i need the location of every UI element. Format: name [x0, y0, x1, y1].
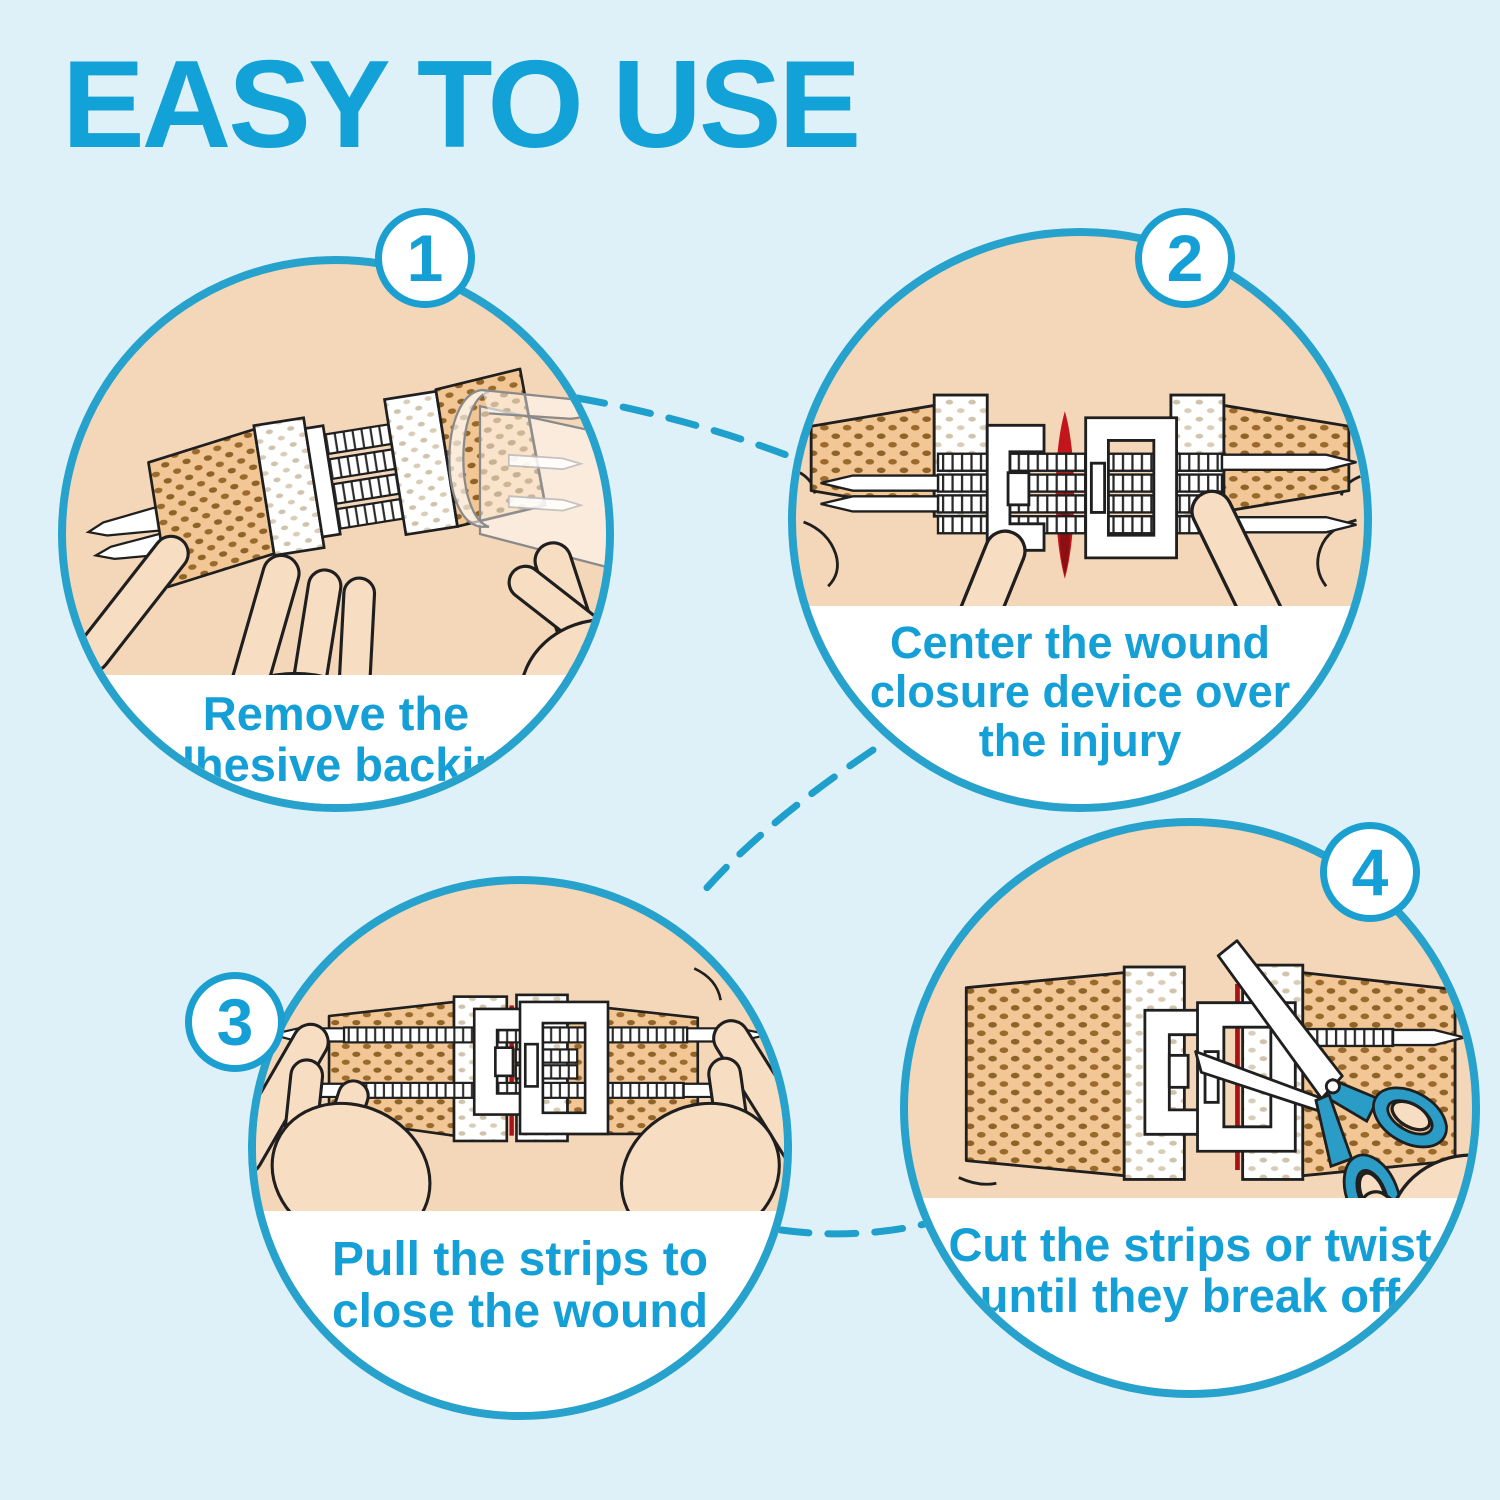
ladder-strip — [1301, 1027, 1465, 1048]
scissors-icon — [1194, 939, 1448, 1236]
step-2-caption: Center the wound closure device over the… — [796, 618, 1364, 765]
pull-strips-illustration — [256, 967, 784, 1247]
step-1-caption-line-1: Remove the — [202, 687, 470, 740]
adhesive-backing-film — [448, 388, 606, 568]
step-2-caption-line-3: the injury — [978, 715, 1182, 767]
step-3-illustration — [256, 967, 784, 1247]
step-1-number-badge: 1 — [375, 208, 475, 308]
step-3-caption-line-2: close the wound — [331, 1285, 709, 1339]
left-hand — [256, 1022, 432, 1247]
step-1-circle: Remove the adhesive backing — [58, 256, 614, 812]
step-2-number-badge: 2 — [1135, 208, 1235, 308]
step-4-caption-line-2: until they break off — [979, 1269, 1401, 1323]
step-1-caption: Remove the adhesive backing — [66, 687, 606, 792]
wound-closure-device — [85, 367, 547, 589]
step-3-caption-line-1: Pull the strips to — [331, 1233, 709, 1286]
step-3-circle: Pull the strips to close the wound — [248, 876, 792, 1420]
connector-line-1-2 — [573, 394, 801, 463]
step-1-caption-line-2: adhesive backing — [140, 738, 532, 792]
left-bandage-pad — [964, 971, 1126, 1178]
step-2-caption-line-2: closure device over — [869, 666, 1291, 718]
right-buckle — [518, 1000, 610, 1136]
right-buckle — [1084, 416, 1178, 560]
step-2-circle: Center the wound closure device over the… — [788, 228, 1372, 812]
step-3-caption-band — [256, 1211, 784, 1412]
step-4-caption-line-1: Cut the strips or twist — [948, 1218, 1432, 1271]
left-buckle — [472, 1007, 532, 1116]
step-3-caption: Pull the strips to close the wound — [256, 1233, 784, 1339]
step-4-caption: Cut the strips or twist until they break… — [908, 1218, 1472, 1323]
step-1-caption-band — [66, 675, 606, 804]
step-3-number-badge: 3 — [185, 972, 285, 1072]
step-2-caption-line-1: Center the wound — [890, 617, 1270, 668]
step-4-number-badge: 4 — [1320, 822, 1420, 922]
connector-line-2-3 — [694, 746, 877, 902]
ladder-strips — [323, 423, 405, 531]
step-4-caption-band — [908, 1198, 1472, 1390]
step-2-caption-band — [796, 606, 1364, 804]
page-title: EASY TO USE — [62, 36, 861, 174]
connector-line-3-4 — [777, 1220, 929, 1238]
